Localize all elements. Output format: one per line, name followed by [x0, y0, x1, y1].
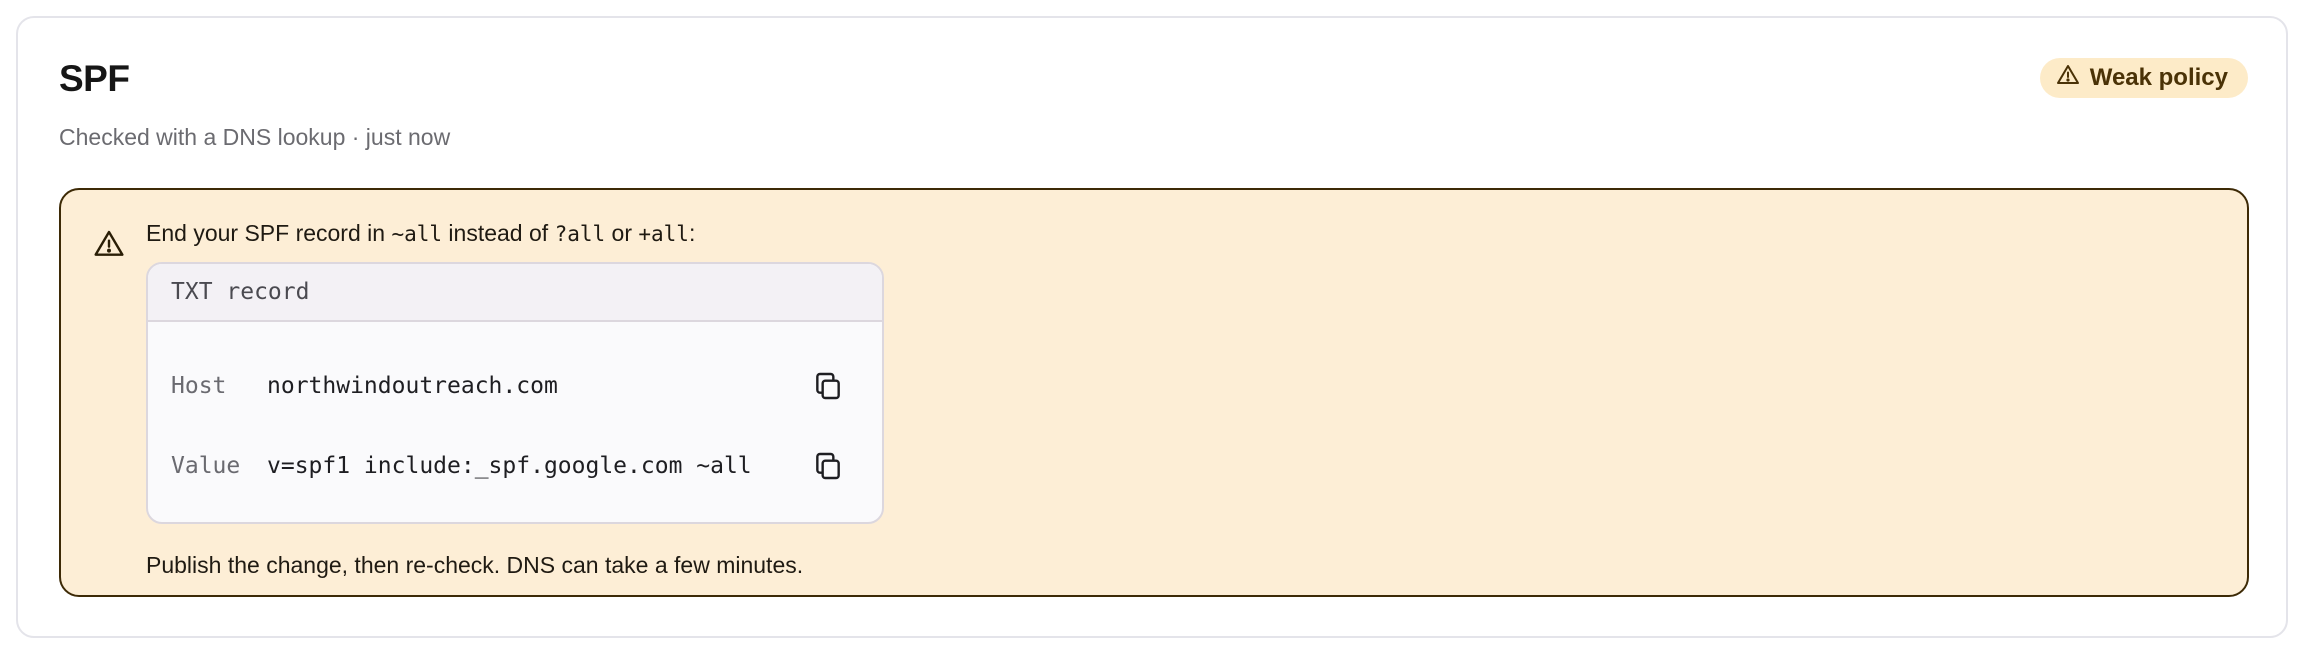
record-key: Host: [171, 373, 227, 399]
copy-icon: [816, 452, 840, 480]
alert-text: :: [688, 220, 696, 246]
alert-code: +all: [638, 222, 689, 246]
record-row-host: Host northwindoutreach.com: [148, 366, 882, 406]
alert-code: ?all: [554, 222, 606, 246]
alert-footer: Publish the change, then re-check. DNS c…: [146, 552, 804, 578]
alert-text: instead of: [442, 220, 555, 246]
badge-label: Weak policy: [2089, 64, 2228, 91]
copy-host-button[interactable]: [808, 366, 848, 406]
alert-code: ~all: [391, 222, 443, 246]
spf-card: SPF Checked with a DNS lookup · just now…: [16, 16, 2288, 638]
warning-icon: [93, 228, 125, 260]
record-value[interactable]: northwindoutreach.com: [267, 373, 558, 399]
copy-icon: [816, 372, 840, 400]
alert-text: End your SPF record in: [146, 220, 392, 246]
status-badge: Weak policy: [2039, 58, 2248, 98]
card-title: SPF: [59, 58, 130, 99]
card-subtitle: Checked with a DNS lookup · just now: [59, 124, 451, 150]
txt-record-box: TXT record Host northwindoutreach.com Va…: [146, 262, 884, 524]
record-value[interactable]: v=spf1 include:_spf.google.com ~all: [267, 453, 752, 479]
copy-value-button[interactable]: [808, 446, 848, 486]
record-key: Value: [171, 453, 241, 479]
warning-icon: [2056, 63, 2080, 94]
txt-record-header: TXT record: [148, 264, 882, 322]
record-row-value: Value v=spf1 include:_spf.google.com ~al…: [148, 446, 882, 486]
alert-text: or: [605, 220, 639, 246]
warning-alert: End your SPF record in ~all instead of ?…: [59, 188, 2249, 597]
alert-message: End your SPF record in ~all instead of ?…: [146, 220, 695, 247]
